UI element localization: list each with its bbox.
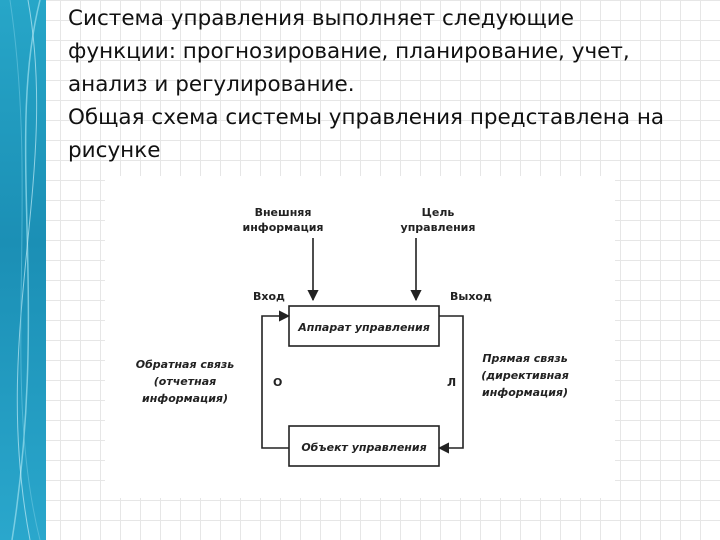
text-line: Общая схема системы управления представл… [68, 101, 708, 134]
input-label: Вход [253, 290, 285, 303]
object-label: Объект управления [301, 441, 426, 454]
control-system-diagram: Внешняя информация Цель управления Вход … [105, 176, 615, 498]
wave-decoration [0, 0, 46, 540]
external-info-label: информация [243, 221, 324, 234]
feedback-label: Обратная связь [136, 358, 235, 371]
direct-label: Прямая связь [482, 352, 567, 365]
output-label: Выход [450, 290, 492, 303]
feedback-label: информация) [142, 392, 228, 405]
apparatus-label: Аппарат управления [297, 321, 430, 334]
goal-label: Цель [422, 206, 455, 219]
external-info-label: Внешняя [255, 206, 312, 219]
text-line: рисунке [68, 134, 708, 167]
direct-letter: Л [447, 376, 456, 389]
goal-label: управления [401, 221, 476, 234]
feedback-letter: О [273, 376, 282, 389]
text-line: функции: прогнозирование, планирование, … [68, 35, 708, 68]
text-line: анализ и регулирование. [68, 68, 708, 101]
feedback-label: (отчетная [154, 375, 216, 388]
direct-label: (директивная [481, 369, 569, 382]
direct-label: информация) [482, 386, 568, 399]
decorative-side-bar [0, 0, 46, 540]
text-line: Система управления выполняет следующие [68, 2, 708, 35]
slide-text: Система управления выполняет следующие ф… [68, 2, 708, 167]
